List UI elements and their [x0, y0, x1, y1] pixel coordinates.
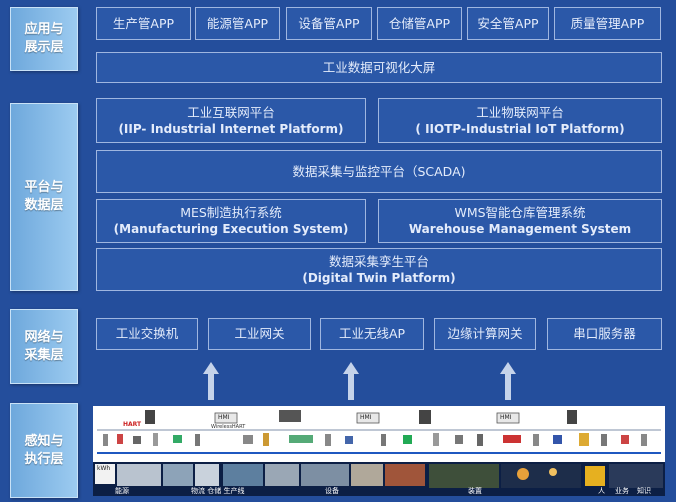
- layer-label-text: 网络与 采集层: [24, 329, 63, 365]
- hmi-label: HMI: [218, 414, 229, 421]
- net-edge-gateway: 边缘计算网关: [434, 318, 536, 350]
- dashboard-label: 工业数据可视化大屏: [323, 60, 436, 76]
- app-label: 生产管APP: [113, 16, 174, 32]
- iip-cn: 工业互联网平台: [187, 105, 275, 121]
- scada-box: 数据采集与监控平台（SCADA): [96, 150, 662, 193]
- wireless-hart-label: WirelessHART: [211, 424, 245, 430]
- app-quality: 质量管理APP: [554, 7, 661, 40]
- net-label: 工业无线AP: [339, 326, 405, 342]
- caption-business: 业务: [615, 487, 629, 495]
- app-label: 设备管APP: [298, 16, 359, 32]
- net-wireless-ap: 工业无线AP: [320, 318, 424, 350]
- mes-box: MES制造执行系统 (Manufacturing Execution Syste…: [96, 199, 366, 243]
- net-gateway: 工业网关: [208, 318, 311, 350]
- field-devices-illustration: HART WirelessHART HMI HMI HMI kWh 能源 物流 …: [93, 406, 665, 496]
- iiotp-box: 工业物联网平台 ( IIOTP-Industrial IoT Platform): [378, 98, 662, 143]
- caption-logistics: 物流 仓储 生产线: [191, 487, 244, 495]
- mes-en: (Manufacturing Execution System): [114, 221, 349, 237]
- iiotp-cn: 工业物联网平台: [476, 105, 564, 121]
- layer-label-platform: 平台与 数据层: [10, 103, 78, 291]
- app-label: 仓储管APP: [389, 16, 450, 32]
- caption-energy: 能源: [115, 487, 129, 495]
- net-label: 工业网关: [234, 326, 284, 342]
- iip-box: 工业互联网平台 (IIP- Industrial Internet Platfo…: [96, 98, 366, 143]
- app-production: 生产管APP: [96, 7, 191, 40]
- kwh-label: kWh: [97, 465, 110, 472]
- twin-box: 数据采集孪生平台 (Digital Twin Platform): [96, 248, 662, 291]
- dashboard-box: 工业数据可视化大屏: [96, 52, 662, 83]
- hmi-label: HMI: [360, 414, 371, 421]
- up-arrow-icon: [500, 362, 516, 400]
- up-arrow-icon: [203, 362, 219, 400]
- layer-label-text: 应用与 展示层: [24, 21, 63, 57]
- wms-cn: WMS智能仓库管理系统: [454, 205, 585, 221]
- wms-box: WMS智能仓库管理系统 Warehouse Management System: [378, 199, 662, 243]
- layer-label-text: 平台与 数据层: [24, 179, 63, 215]
- app-energy: 能源管APP: [195, 7, 280, 40]
- net-label: 边缘计算网关: [447, 326, 522, 342]
- iiotp-en: ( IIOTP-Industrial IoT Platform): [415, 121, 624, 137]
- scene-graphic: [93, 462, 665, 496]
- twin-cn: 数据采集孪生平台: [329, 254, 429, 270]
- caption-person: 人: [598, 487, 605, 495]
- app-warehouse: 仓储管APP: [377, 7, 462, 40]
- app-safety: 安全管APP: [467, 7, 549, 40]
- scene-strip: kWh: [93, 462, 665, 496]
- up-arrow-icon: [343, 362, 359, 400]
- layer-label-application: 应用与 展示层: [10, 7, 78, 71]
- iip-en: (IIP- Industrial Internet Platform): [118, 121, 343, 137]
- layer-label-network: 网络与 采集层: [10, 309, 78, 384]
- net-label: 串口服务器: [573, 326, 636, 342]
- app-label: 能源管APP: [207, 16, 268, 32]
- layer-label-perception: 感知与 执行层: [10, 403, 78, 498]
- caption-installation: 装置: [468, 487, 482, 495]
- wms-en: Warehouse Management System: [409, 221, 631, 237]
- app-label: 质量管理APP: [571, 16, 645, 32]
- hmi-label: HMI: [500, 414, 511, 421]
- net-label: 工业交换机: [116, 326, 179, 342]
- twin-en: (Digital Twin Platform): [302, 270, 455, 286]
- caption-equipment: 设备: [325, 487, 339, 495]
- net-serial-server: 串口服务器: [547, 318, 662, 350]
- app-equipment: 设备管APP: [286, 7, 372, 40]
- hart-label: HART: [123, 421, 141, 428]
- scada-label: 数据采集与监控平台（SCADA): [292, 164, 465, 180]
- net-switch: 工业交换机: [96, 318, 198, 350]
- layer-label-text: 感知与 执行层: [24, 433, 63, 469]
- mes-cn: MES制造执行系统: [180, 205, 282, 221]
- caption-knowledge: 知识: [637, 487, 651, 495]
- app-label: 安全管APP: [477, 16, 538, 32]
